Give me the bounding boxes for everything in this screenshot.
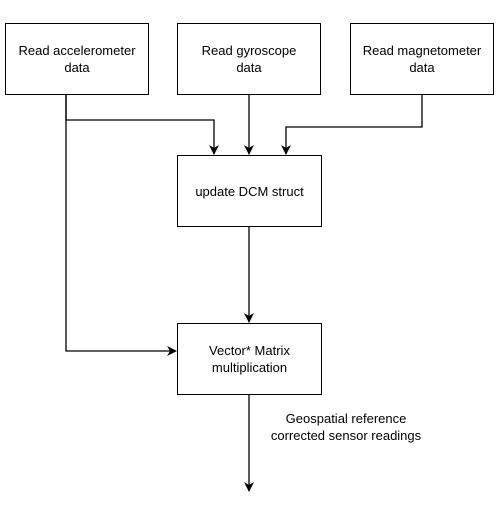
magnetometer-label: Read magnetometer data [362,43,482,75]
accelerometer-node: Read accelerometer data [5,23,149,95]
gyroscope-node: Read gyroscope data [177,23,321,95]
edge-accelerometer-to-dcm [65,95,219,155]
accelerometer-label: Read accelerometer data [18,43,136,75]
output-edge-label: Geospatial reference corrected sensor re… [270,411,422,443]
vector-matrix-node: Vector* Matrix multiplication [177,323,322,395]
dcm-node: update DCM struct [177,155,322,227]
dcm-label: update DCM struct [195,183,304,199]
vector-matrix-label: Vector* Matrix multiplication [209,343,290,375]
edge-accelerometer-to-vector-matrix [65,95,177,356]
gyroscope-label: Read gyroscope data [201,43,297,75]
edge-magnetometer-to-dcm [281,95,423,155]
magnetometer-node: Read magnetometer data [350,23,494,95]
